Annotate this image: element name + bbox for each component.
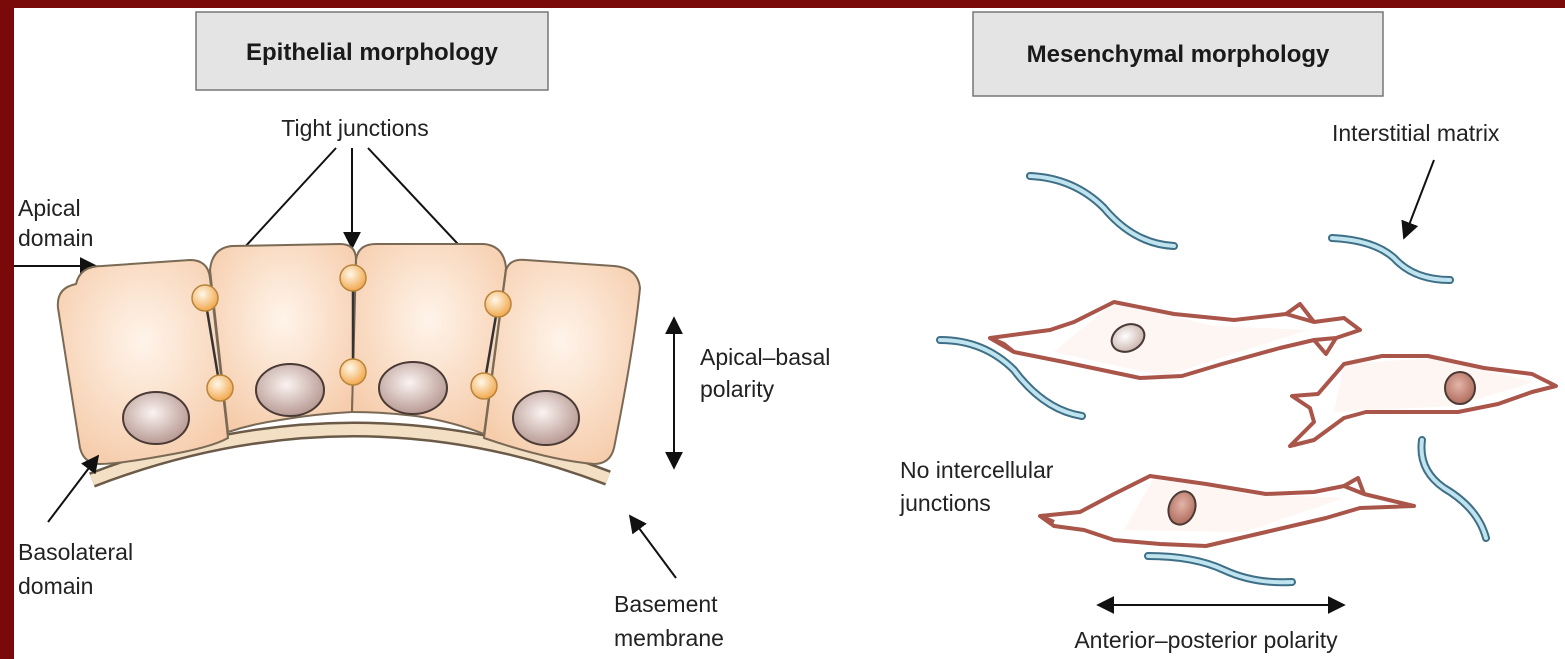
interstitial-matrix-arrow [1404, 160, 1434, 238]
polarity-label-line2: polarity [700, 376, 775, 402]
junction-icon [340, 359, 366, 385]
nucleus-icon [379, 362, 447, 414]
epithelial-cell-4 [484, 260, 640, 464]
nucleus-icon [513, 391, 579, 445]
nucleus-icon [256, 364, 324, 416]
junction-icon [207, 375, 233, 401]
no-junctions-label-line1: No intercellular [900, 457, 1054, 483]
ap-polarity-label: Anterior–posterior polarity [1074, 627, 1338, 653]
mesenchymal-title-box: Mesenchymal morphology [973, 12, 1383, 96]
interstitial-matrix-label: Interstitial matrix [1332, 120, 1500, 146]
apical-label-line2: domain [18, 225, 93, 251]
polarity-label-line1: Apical–basal [700, 344, 830, 370]
mesenchymal-title: Mesenchymal morphology [1027, 41, 1330, 68]
emt-diagram: Epithelial morphology Tight junctions Ap… [14, 8, 1565, 659]
junction-icon [471, 373, 497, 399]
epithelial-panel: Epithelial morphology Tight junctions Ap… [14, 12, 830, 651]
mesenchymal-panel: Mesenchymal morphology Interstitial matr… [899, 12, 1556, 653]
epithelial-title-box: Epithelial morphology [196, 12, 548, 90]
tight-junction-icon [485, 291, 511, 317]
epithelial-cell-2 [210, 244, 356, 432]
no-junctions-label-line2: junctions [899, 490, 991, 516]
basement-label-line2: membrane [614, 625, 724, 651]
mesenchymal-cell-1 [990, 302, 1360, 378]
tight-junction-icon [340, 265, 366, 291]
epithelial-title: Epithelial morphology [246, 39, 499, 66]
fiber-icon [1332, 238, 1450, 280]
mesenchymal-cell-3 [1040, 476, 1414, 546]
basement-label-line1: Basement [614, 591, 718, 617]
fiber-icon [1421, 440, 1486, 538]
nucleus-icon [123, 392, 189, 444]
basolateral-label-line1: Basolateral [18, 539, 133, 565]
apical-label-line1: Apical [18, 195, 81, 221]
diagram-canvas: Epithelial morphology Tight junctions Ap… [14, 8, 1565, 659]
fiber-icon [1148, 556, 1292, 582]
mesenchymal-cell-2 [1290, 356, 1556, 446]
basolateral-arrow [48, 456, 98, 522]
epithelial-cell-3 [352, 244, 506, 434]
basement-membrane-arrow [630, 516, 676, 578]
fiber-icon [1030, 176, 1174, 246]
tight-junction-icon [192, 285, 218, 311]
tight-junctions-label: Tight junctions [281, 115, 428, 141]
nucleus-icon [1445, 372, 1475, 404]
basolateral-label-line2: domain [18, 573, 93, 599]
